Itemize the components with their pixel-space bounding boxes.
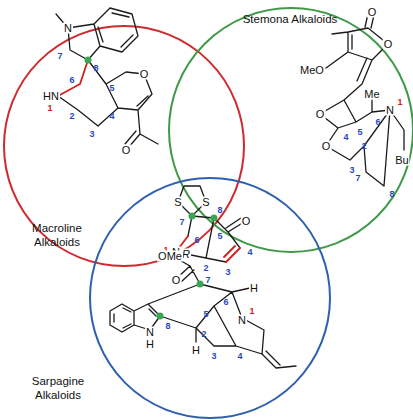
atom-number: 4 — [343, 133, 348, 142]
atom-number: 6 — [69, 76, 74, 85]
sarpagine-bonds — [110, 258, 296, 368]
atom-label: H — [191, 345, 201, 356]
atom-number: 6 — [223, 298, 228, 307]
atom-number: 2 — [201, 330, 206, 339]
atom-label: O — [121, 145, 132, 156]
stemona-bonds — [320, 14, 404, 186]
atom-label: N — [385, 105, 395, 116]
atom-label: O — [241, 216, 252, 227]
atom-number: 4 — [237, 352, 242, 361]
atom-label: N — [145, 327, 155, 338]
atom-label: Me — [363, 89, 380, 100]
atom-label: O — [367, 7, 378, 18]
atom-number: 7 — [205, 276, 210, 285]
set-title: Sarpagine Alkaloids — [25, 374, 91, 402]
atom-number: 3 — [225, 268, 230, 277]
atom-dots — [85, 57, 218, 320]
atom-label: O — [315, 109, 326, 120]
set-title: Stemona Alkaloids — [238, 12, 342, 26]
green-dot — [211, 215, 218, 222]
atom-number: 8 — [389, 190, 394, 199]
green-dot — [197, 281, 204, 288]
atom-number: 2 — [361, 142, 366, 151]
atom-number: 2 — [69, 112, 74, 121]
atom-number: 7 — [179, 218, 184, 227]
atom-number: 2 — [203, 264, 208, 273]
green-dot — [157, 313, 164, 320]
atom-label: H — [249, 283, 259, 294]
atom-number: 8 — [93, 64, 98, 73]
atom-label: O — [383, 39, 394, 50]
atom-label: O — [171, 275, 182, 286]
atom-label: HN — [42, 91, 60, 102]
atom-number: 5 — [109, 84, 114, 93]
venn-circle: Sarpagine Alkaloids — [89, 177, 331, 419]
set-title: Macroline Alkaloids — [24, 221, 90, 249]
atom-number: 1 — [47, 104, 52, 113]
highlight-bonds — [58, 60, 240, 262]
atom-number: 3 — [211, 352, 216, 361]
atom-number: 8 — [217, 206, 222, 215]
atom-label: MeO — [299, 65, 325, 76]
atom-number: 5 — [217, 232, 222, 241]
atom-number: 4 — [109, 112, 114, 121]
atom-label: S — [173, 197, 182, 208]
green-dot — [189, 213, 196, 220]
atom-number: 8 — [165, 322, 170, 331]
atom-number: 5 — [357, 128, 362, 137]
atom-number: 1 — [397, 98, 402, 107]
macroline-bonds — [56, 8, 158, 148]
atom-label: S — [201, 197, 210, 208]
atom-number: 3 — [89, 130, 94, 139]
red-bonds — [58, 60, 240, 262]
green-dot — [85, 57, 92, 64]
atom-label: Bu — [394, 155, 409, 166]
atom-number: 7 — [57, 52, 62, 61]
atom-number: 7 — [355, 174, 360, 183]
atom-number: 5 — [203, 310, 208, 319]
core-bonds — [176, 186, 244, 262]
atom-label: O — [139, 69, 150, 80]
atom-label: O — [321, 141, 332, 152]
atom-number: 4 — [247, 248, 252, 257]
atom-number: 6 — [375, 118, 380, 127]
atom-number: 3 — [349, 166, 354, 175]
atom-label: OMe — [157, 251, 183, 262]
bond-lines — [56, 8, 404, 368]
atom-number: 1 — [249, 307, 254, 316]
atom-label: N — [63, 23, 73, 34]
atom-number: 6 — [194, 236, 199, 245]
atom-label: N — [237, 315, 247, 326]
atom-label: H — [145, 339, 155, 350]
